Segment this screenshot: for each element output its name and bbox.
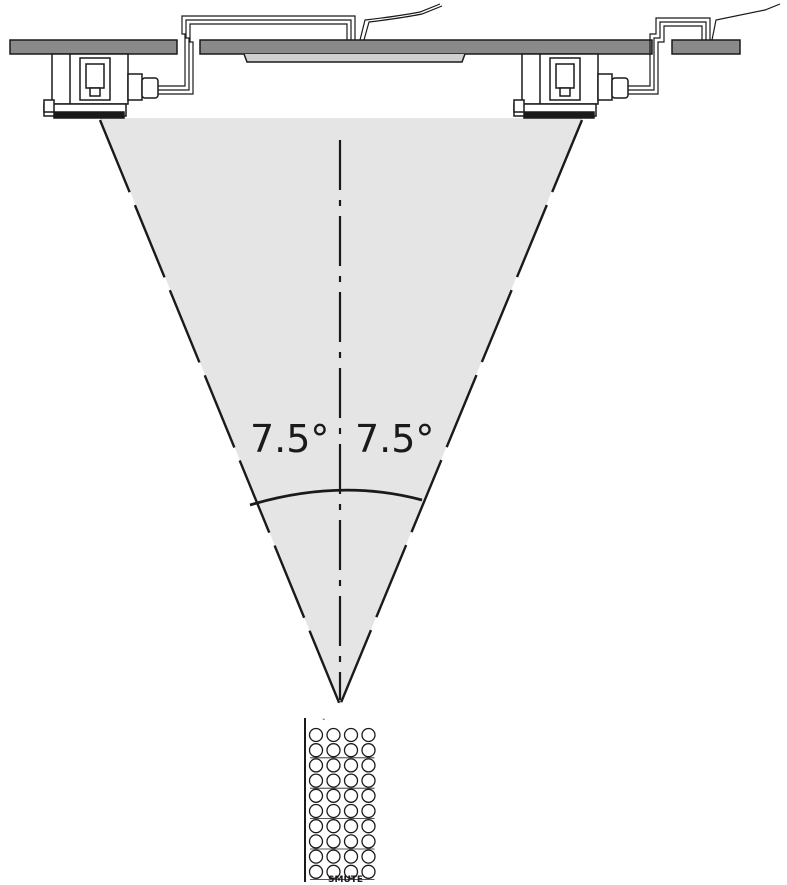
remote-button bbox=[308, 864, 324, 879]
remote-control: ˘ SMUTE bbox=[303, 718, 383, 885]
remote-button bbox=[361, 788, 376, 803]
remote-button bbox=[326, 834, 341, 849]
cone-edge-left bbox=[98, 119, 342, 706]
remote-button bbox=[326, 758, 341, 773]
remote-button bbox=[326, 819, 341, 834]
remote-button bbox=[326, 773, 341, 788]
angle-label-right: 7.5° bbox=[355, 417, 434, 461]
angle-arc bbox=[249, 488, 423, 507]
remote-button bbox=[343, 819, 359, 834]
remote-button bbox=[343, 758, 359, 773]
remote-button bbox=[326, 788, 341, 803]
remote-dot: ˘ bbox=[322, 718, 326, 726]
ir-sensor-right bbox=[513, 53, 629, 119]
cone-edge-right bbox=[338, 119, 584, 706]
remote-button bbox=[343, 849, 359, 864]
ceiling-panel bbox=[9, 39, 741, 63]
remote-button bbox=[308, 834, 324, 849]
remote-button bbox=[326, 803, 341, 819]
remote-button bbox=[343, 788, 359, 803]
angle-label-left: 7.5° bbox=[250, 417, 329, 461]
remote-button bbox=[361, 849, 376, 864]
remote-button bbox=[308, 819, 324, 834]
remote-button bbox=[361, 773, 376, 788]
remote-button bbox=[308, 849, 324, 864]
remote-button-grid bbox=[308, 727, 376, 880]
remote-button bbox=[361, 864, 376, 879]
remote-button bbox=[308, 788, 324, 803]
remote-button bbox=[326, 864, 341, 879]
remote-button bbox=[326, 727, 341, 743]
remote-button bbox=[326, 743, 341, 758]
remote-button bbox=[361, 834, 376, 849]
remote-button bbox=[343, 834, 359, 849]
remote-button bbox=[308, 773, 324, 788]
remote-button bbox=[326, 849, 341, 864]
remote-button bbox=[361, 727, 376, 743]
remote-button bbox=[343, 803, 359, 819]
remote-button bbox=[361, 803, 376, 819]
remote-button bbox=[343, 743, 359, 758]
remote-button bbox=[361, 819, 376, 834]
remote-button bbox=[308, 727, 324, 743]
remote-button bbox=[361, 743, 376, 758]
remote-button bbox=[343, 864, 359, 879]
ir-sensor-left bbox=[43, 53, 159, 119]
remote-button bbox=[308, 743, 324, 758]
remote-button bbox=[361, 758, 376, 773]
remote-button bbox=[308, 803, 324, 819]
remote-button bbox=[343, 727, 359, 743]
remote-brand-label: SMUTE bbox=[328, 875, 363, 885]
remote-button bbox=[308, 758, 324, 773]
cable-run bbox=[158, 3, 781, 95]
remote-button bbox=[343, 773, 359, 788]
